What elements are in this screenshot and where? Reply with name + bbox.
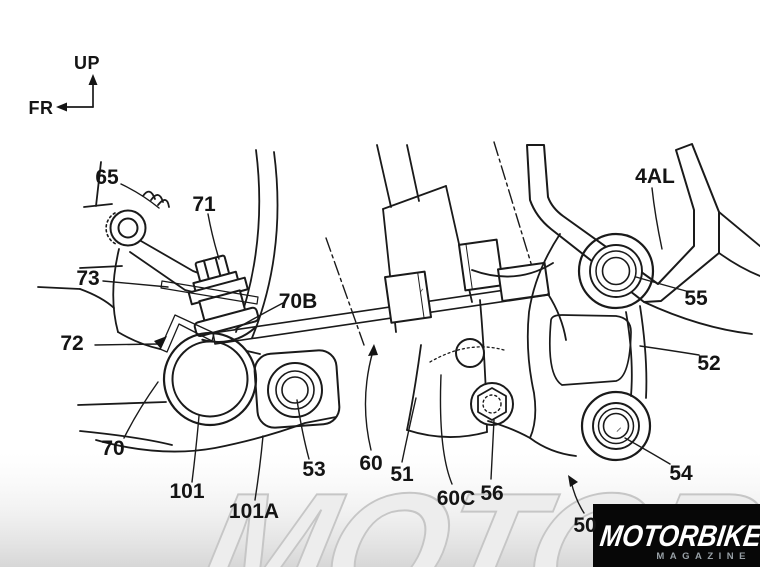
- part-label-52: 52: [697, 352, 720, 375]
- part-label-51: 51: [390, 463, 414, 486]
- part-label-60C: 60C: [437, 487, 476, 510]
- part-label-101: 101: [169, 480, 204, 503]
- part-label-65: 65: [95, 166, 119, 189]
- logo-box: [593, 504, 760, 567]
- part-label-70B: 70B: [279, 290, 318, 313]
- hanger-arm-edge: [251, 151, 279, 339]
- axis-label-up: UP: [74, 53, 100, 73]
- bushing-55: [577, 232, 655, 310]
- part-label-101A: 101A: [229, 500, 279, 523]
- part-label-53: 53: [302, 458, 325, 481]
- part-label-70: 70: [101, 437, 124, 460]
- stay-rod: [160, 280, 259, 305]
- part-label-54: 54: [669, 462, 693, 485]
- fr-arrowhead: [56, 102, 67, 112]
- line-art: [37, 74, 760, 514]
- part-label-56: 56: [480, 482, 503, 505]
- logo-subtitle: MAGAZINE: [656, 551, 751, 562]
- part-label-72: 72: [60, 332, 83, 355]
- part-label-4AL: 4AL: [635, 165, 675, 188]
- bushing-54: [580, 390, 652, 462]
- pivot-tube: [162, 331, 258, 427]
- magazine-logo: MOTORBIKE MAGAZINE: [593, 504, 760, 567]
- leader-lines: [94, 183, 700, 514]
- labels: UP FR 65 71 73 70B 72 70 101 101A 53 60 …: [29, 53, 721, 537]
- up-arrowhead: [88, 74, 98, 85]
- axis-indicator: [56, 74, 98, 112]
- part-label-60: 60: [359, 452, 382, 475]
- axis-label-fr: FR: [29, 98, 54, 118]
- part-label-73: 73: [76, 267, 99, 290]
- lower-bracket: [77, 350, 337, 453]
- logo-title: MOTORBIKE: [598, 520, 760, 554]
- part-label-50: 50: [573, 514, 596, 537]
- mount-53: [253, 349, 341, 429]
- phantom-lines: [325, 141, 538, 346]
- pivot-plate: [526, 233, 648, 457]
- part-label-71: 71: [192, 193, 216, 216]
- part-label-55: 55: [684, 287, 708, 310]
- center-bracket: [212, 144, 567, 439]
